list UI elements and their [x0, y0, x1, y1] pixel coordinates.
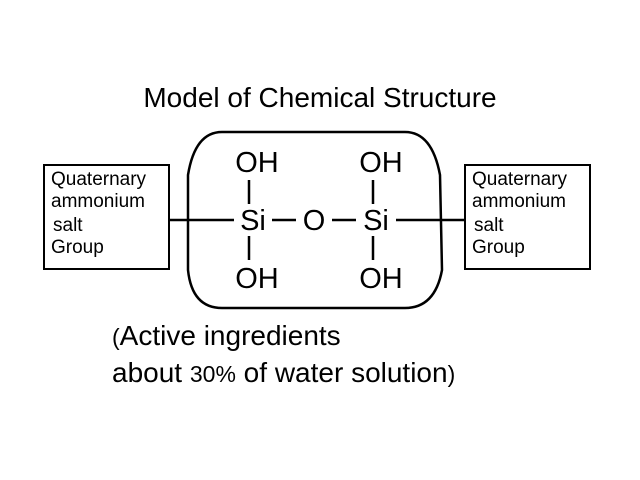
group-label-line: Group: [472, 237, 525, 258]
molecule-enclosure: [186, 130, 444, 310]
group-label-line: Quaternary: [51, 169, 147, 190]
note-line-2: about 30% of water solution): [112, 355, 455, 392]
group-label-line: Quaternary: [472, 169, 568, 190]
atom-si-right: Si: [363, 205, 389, 237]
note-percentage: 30%: [189, 361, 236, 387]
note-suffix: of water solution: [235, 357, 448, 388]
atom-oh-top-left: OH: [235, 147, 279, 179]
note-line-1-text: Active ingredients: [119, 320, 341, 351]
group-label-line: salt: [474, 215, 504, 236]
group-label-line: salt: [53, 215, 83, 236]
active-ingredients-note: (Active ingredients about 30% of water s…: [112, 318, 455, 392]
group-label-line: Group: [51, 237, 104, 258]
atom-oxygen: O: [303, 205, 326, 237]
atom-oh-bottom-right: OH: [359, 263, 403, 295]
quaternary-ammonium-group-left: Quaternary ammonium salt Group: [43, 164, 170, 270]
group-label-line: ammonium: [51, 191, 145, 212]
note-prefix: about: [112, 357, 190, 388]
close-paren: ): [447, 361, 456, 387]
group-label-line: ammonium: [472, 191, 566, 212]
open-paren: (: [112, 324, 120, 350]
atom-oh-bottom-left: OH: [235, 263, 279, 295]
atom-oh-top-right: OH: [359, 147, 403, 179]
atom-si-left: Si: [240, 205, 266, 237]
note-line-1: (Active ingredients: [112, 318, 455, 355]
quaternary-ammonium-group-right: Quaternary ammonium salt Group: [464, 164, 591, 270]
diagram-title: Model of Chemical Structure: [143, 82, 497, 113]
